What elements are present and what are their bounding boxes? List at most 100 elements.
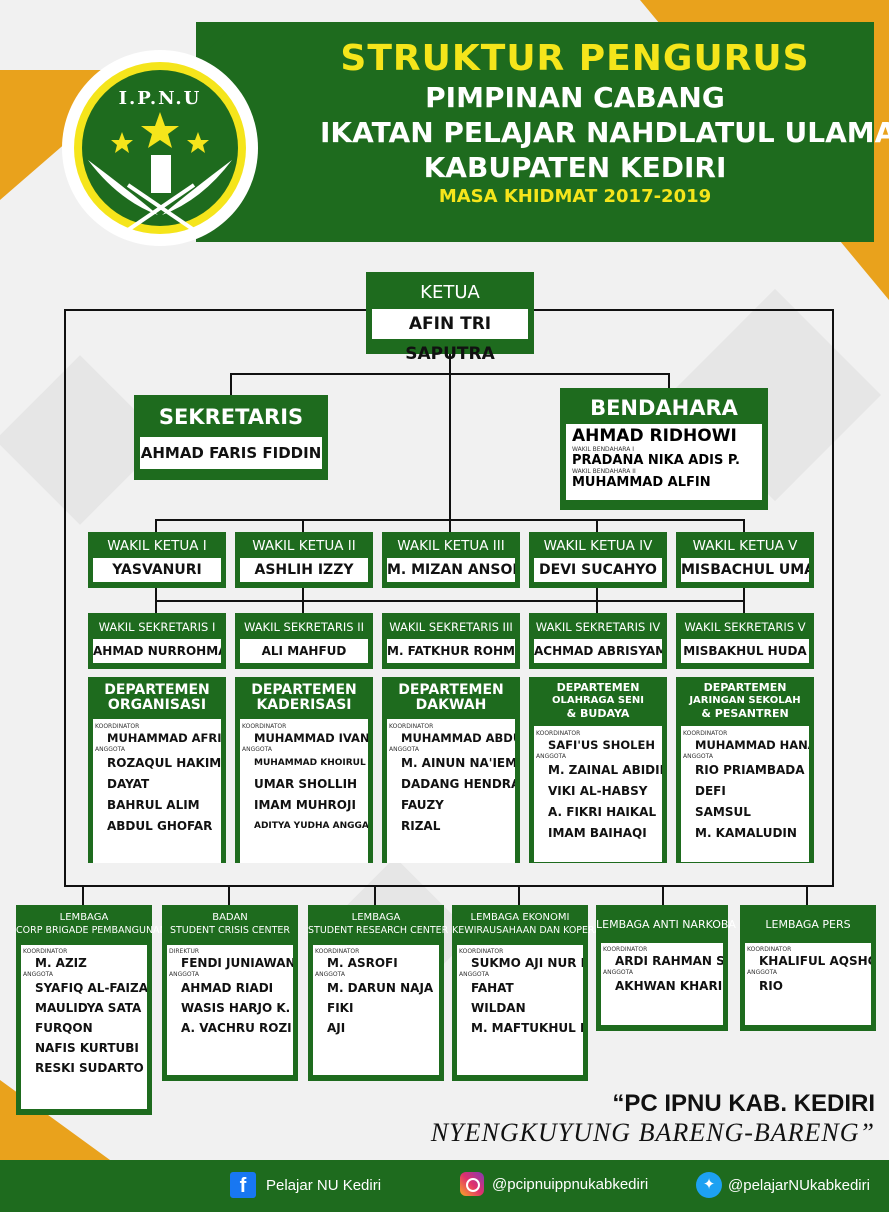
ketua-box: KETUA AFIN TRI SAPUTRA	[366, 272, 534, 364]
bendahara-box: BENDAHARA AHMAD RIDHOWI WAKIL BENDAHARA …	[560, 388, 768, 510]
wakil-sekretaris-name: M. FATKHUR ROHMAN	[387, 639, 515, 663]
koordinator-label: KOORDINATOR	[683, 730, 728, 737]
wakil-sekretaris-role: WAKIL SEKRETARIS I	[98, 620, 216, 634]
frame-left-line	[64, 309, 66, 887]
bendahara-role: BENDAHARA	[590, 396, 738, 420]
lembaga-connector	[806, 887, 808, 905]
koordinator-label: KOORDINATOR	[242, 723, 287, 730]
departemen-title2: OLAHRAGA SENI	[552, 695, 644, 706]
koordinator-name: SAFI'US SHOLEH	[548, 738, 655, 752]
header-title: STRUKTUR PENGURUS	[340, 38, 810, 79]
header-period: MASA KHIDMAT 2017-2019	[438, 186, 712, 207]
koordinator-label: KOORDINATOR	[315, 948, 360, 955]
departemen-title2: ORGANISASI	[107, 697, 207, 713]
twitter-link[interactable]: ✦ @pelajarNUkabkediri	[696, 1172, 870, 1198]
lembaga-title2: STUDENT RESEARCH CENTER	[308, 925, 449, 936]
wakil-ketua-box: WAKIL KETUA III M. MIZAN ANSORI	[382, 532, 520, 588]
wakil-sekretaris-role: WAKIL SEKRETARIS V	[684, 620, 806, 634]
anggota-label: ANGGOTA	[169, 971, 199, 978]
anggota-name: M. MAFTUKHUL HADI	[471, 1021, 583, 1035]
anggota-name: WILDAN	[471, 1001, 526, 1015]
departemen-title1: DEPARTEMEN	[556, 681, 640, 694]
anggota-name: RIO	[759, 979, 783, 993]
lembaga-title1: LEMBAGA PERS	[765, 918, 851, 931]
wakil-bendahara-2-label: WAKIL BENDAHARA II	[572, 468, 636, 475]
frame-bottom-line	[64, 885, 834, 887]
wakil-bendahara-1-label: WAKIL BENDAHARA I	[572, 446, 635, 453]
anggota-label: ANGGOTA	[459, 971, 489, 978]
wakil-ketua-name: M. MIZAN ANSORI	[387, 558, 515, 582]
anggota-name: FIKI	[327, 1001, 354, 1015]
wakil-ketua-role: WAKIL KETUA V	[692, 538, 798, 554]
anggota-name: RIZAL	[401, 819, 441, 833]
koordinator-label: KOORDINATOR	[459, 948, 504, 955]
anggota-name: FAUZY	[401, 798, 444, 812]
lembaga-title2: STUDENT CRISIS CENTER	[169, 925, 291, 936]
sekretaris-role: SEKRETARIS	[158, 405, 304, 429]
wakil-ketua-role: WAKIL KETUA IV	[543, 538, 653, 554]
sekretaris-name: AHMAD FARIS FIDDIN	[140, 437, 322, 469]
instagram-link[interactable]: @pcipnuippnukabkediri	[460, 1172, 648, 1196]
anggota-name: AJI	[327, 1021, 346, 1035]
departemen-title1: DEPARTEMEN	[251, 682, 357, 698]
slogan: “PC IPNU KAB. KEDIRI NYENGKUYUNG BARENG-…	[420, 1090, 875, 1148]
anggota-name: A. VACHRU ROZI	[181, 1021, 292, 1035]
wakil-ketua-box: WAKIL KETUA IV DEVI SUCAHYO	[529, 532, 667, 588]
koordinator-label: DIREKTUR	[169, 948, 200, 955]
anggota-name: BAHRUL ALIM	[107, 798, 200, 812]
koordinator-name: M. ASROFI	[327, 956, 398, 970]
departemen-title1: DEPARTEMEN	[703, 681, 787, 694]
departemen-title2: KADERISASI	[256, 697, 352, 713]
koordinator-name: MUHAMMAD ABDULLOH	[401, 731, 515, 745]
anggota-name: SAMSUL	[695, 805, 751, 819]
koordinator-label: KOORDINATOR	[536, 730, 581, 737]
anggota-name: SYAFIQ AL-FAIZAR	[35, 981, 147, 995]
lembaga-title1: LEMBAGA ANTI NARKOBA	[596, 918, 736, 931]
lembaga-connector	[518, 887, 520, 905]
wakil-ketua-role: WAKIL KETUA I	[107, 538, 207, 554]
facebook-link[interactable]: f Pelajar NU Kediri	[230, 1172, 381, 1198]
departemen-title1: DEPARTEMEN	[104, 682, 210, 698]
header-banner-accent	[196, 22, 236, 62]
koordinator-name: FENDI JUNIAWAN	[181, 956, 293, 970]
lembaga-connector	[374, 887, 376, 905]
anggota-name: ABDUL GHOFAR	[107, 819, 213, 833]
koordinator-label: KOORDINATOR	[95, 723, 140, 730]
header-banner	[196, 22, 874, 242]
anggota-label: ANGGOTA	[389, 746, 419, 753]
wakil-bendahara-2-name: MUHAMMAD ALFIN	[572, 475, 711, 490]
slogan-line2: NYENGKUYUNG BARENG-BARENG”	[430, 1118, 875, 1147]
wakil-ketua-name: DEVI SUCAHYO	[534, 558, 662, 582]
wakil-ketua-role: WAKIL KETUA III	[397, 538, 505, 554]
anggota-name: M. DARUN NAJA	[327, 981, 434, 995]
koordinator-label: KOORDINATOR	[747, 946, 792, 953]
ipnu-logo: I.P.N.U	[48, 50, 268, 250]
anggota-name: ROZAQUL HAKIM	[107, 756, 221, 770]
wakil-sekretaris-role: WAKIL SEKRETARIS IV	[535, 620, 661, 634]
header-line4: KABUPATEN KEDIRI	[423, 151, 727, 184]
header-line3: IKATAN PELAJAR NAHDLATUL ULAMA	[320, 116, 889, 149]
wakil-sekretaris-name: MISBAKHUL HUDA	[681, 639, 809, 663]
koordinator-name: MUHAMMAD AFRIZAL	[107, 731, 221, 745]
anggota-name: MUHAMMAD KHOIRUL MUNA	[254, 758, 368, 768]
koordinator-name: ARDI RAHMAN S.	[615, 954, 723, 968]
